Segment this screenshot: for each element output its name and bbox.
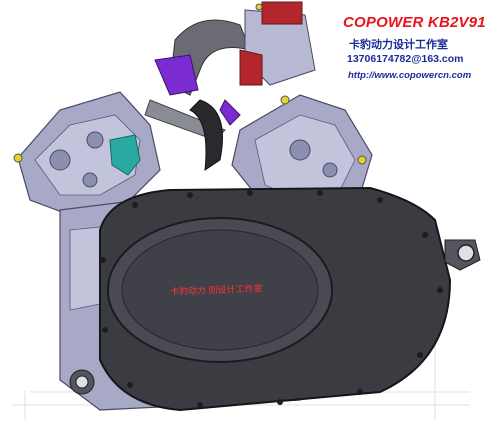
studio-name: 卡豹动力设计工作室: [349, 39, 448, 51]
model-title: COPOWER KB2V91: [343, 14, 486, 31]
cvt-cover: [99, 186, 452, 412]
intake-assembly: [144, 1, 316, 172]
teal-bracket: [109, 134, 141, 176]
website-url: http://www.copowercn.com: [348, 70, 472, 81]
right-mount: [444, 239, 481, 271]
left-cylinder-head: [13, 91, 161, 216]
right-cylinder-head: [231, 94, 373, 216]
contact-email: 13706174782@163.com: [347, 53, 464, 65]
lower-left-mount: [69, 369, 95, 395]
